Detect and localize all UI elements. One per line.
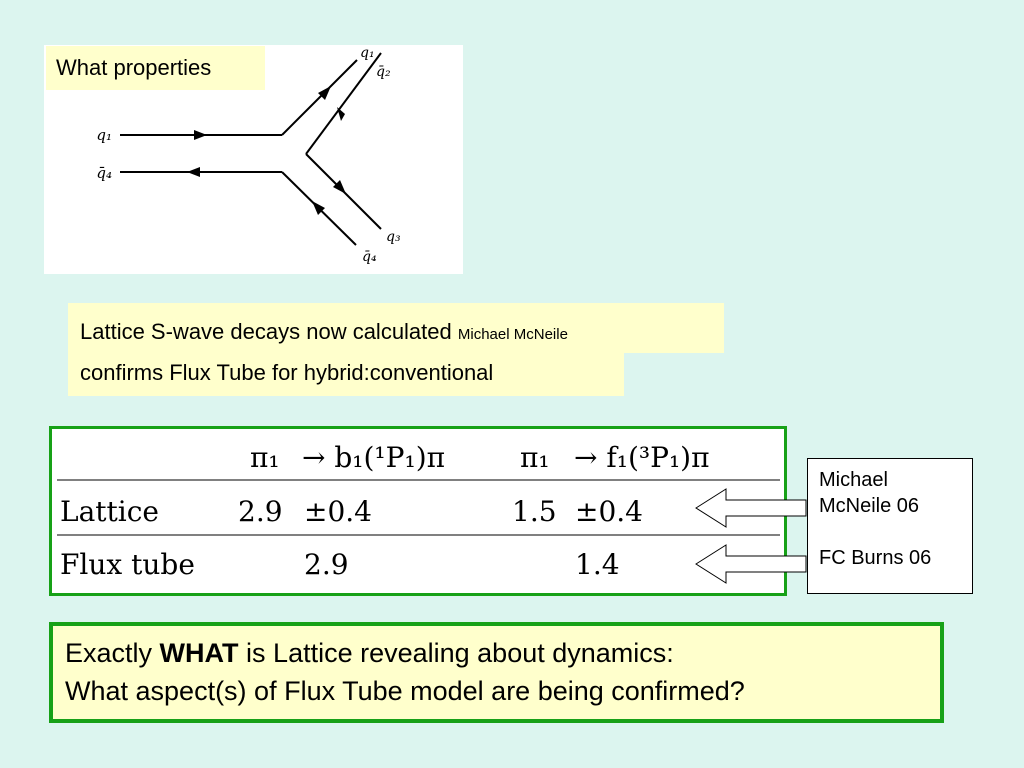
question-line2: What aspect(s) of Flux Tube model are be… bbox=[65, 676, 745, 706]
question-line1: Exactly WHAT is Lattice revealing about … bbox=[65, 634, 940, 672]
lattice-note-line2: confirms Flux Tube for hybrid:convention… bbox=[68, 353, 624, 396]
decay-diagram-svg: q₁ q̄₄ q₁ q̄₂ q₃ q̄₄ bbox=[96, 45, 401, 265]
ref-burns: FC Burns 06 bbox=[819, 547, 932, 569]
label-q4bar-out: q̄₄ bbox=[362, 249, 377, 265]
q1-out-line bbox=[281, 59, 358, 136]
header-col1-particle: π₁ bbox=[250, 441, 280, 474]
question-post: is Lattice revealing about dynamics: bbox=[246, 638, 674, 668]
question-box: Exactly WHAT is Lattice revealing about … bbox=[49, 622, 944, 723]
lattice-error-b1: ±0.4 bbox=[304, 495, 372, 528]
header-col2-decay: → f₁(³P₁)π bbox=[574, 441, 710, 474]
arrow-q3-out bbox=[333, 180, 346, 194]
decay-width-table-svg: π₁ → b₁(¹P₁)π π₁ → f₁(³P₁)π Lattice 2.9 … bbox=[57, 441, 780, 581]
question-emphasis: WHAT bbox=[159, 638, 239, 668]
arrow-q4bar-in bbox=[187, 167, 200, 177]
row-label-flux-tube: Flux tube bbox=[60, 548, 195, 581]
lattice-note-author: Michael McNeile bbox=[457, 326, 568, 343]
label-q3-out: q₃ bbox=[386, 229, 401, 245]
references-box: Michael McNeile 06 FC Burns 06 bbox=[807, 458, 973, 594]
header-col1-decay: → b₁(¹P₁)π bbox=[302, 441, 445, 474]
label-q4bar-in: q̄₄ bbox=[96, 164, 112, 182]
arrow-to-lattice-row bbox=[695, 488, 807, 528]
fluxtube-value-b1: 2.9 bbox=[304, 548, 349, 581]
decay-width-table: π₁ → b₁(¹P₁)π π₁ → f₁(³P₁)π Lattice 2.9 … bbox=[49, 426, 787, 596]
lattice-note-main: Lattice S-wave decays now calculated bbox=[80, 319, 452, 344]
arrow-to-fluxtube-row bbox=[695, 544, 807, 584]
label-q1-in: q₁ bbox=[96, 126, 112, 144]
row-label-lattice: Lattice bbox=[60, 495, 159, 528]
arrow-q1-out bbox=[318, 86, 331, 100]
label-q1-out: q₁ bbox=[360, 45, 375, 61]
ref-mcneile-line2: McNeile 06 bbox=[819, 495, 920, 517]
arrow-q4bar-out bbox=[312, 201, 325, 215]
header-col2-particle: π₁ bbox=[520, 441, 550, 474]
label-q2bar-out: q̄₂ bbox=[376, 64, 391, 80]
q2bar-out-line bbox=[305, 52, 382, 155]
lattice-note-line1: Lattice S-wave decays now calculated Mic… bbox=[68, 303, 724, 353]
lattice-error-f1: ±0.4 bbox=[575, 495, 643, 528]
arrow-q1-in bbox=[194, 130, 207, 140]
fluxtube-value-f1: 1.4 bbox=[575, 548, 620, 581]
lattice-value-f1: 1.5 bbox=[512, 495, 557, 528]
question-pre: Exactly bbox=[65, 638, 153, 668]
ref-mcneile-line1: Michael bbox=[819, 469, 888, 491]
what-properties-callout: What properties bbox=[46, 46, 265, 90]
lattice-value-b1: 2.9 bbox=[238, 495, 283, 528]
arrow-q2bar-out bbox=[337, 107, 345, 121]
